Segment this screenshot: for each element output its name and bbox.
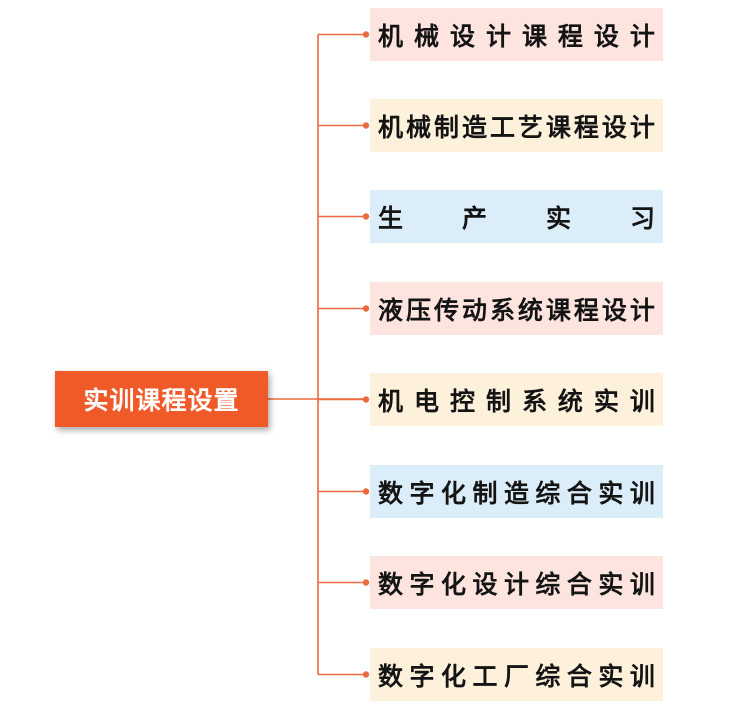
connector-dot [362,488,370,495]
course-item: 机械制造工艺课程设计 [370,99,663,152]
root-node: 实训课程设置 [55,371,268,427]
connector-dot [362,579,370,586]
course-item: 数字化设计综合实训 [370,556,663,609]
course-item: 液压传动系统课程设计 [370,282,663,335]
connector-dot [362,396,370,403]
course-item-label: 数字化设计综合实训 [378,569,655,599]
course-item-label: 生产实习 [378,203,655,233]
course-item-label: 机电控制系统实训 [378,386,655,416]
course-item-label: 液压传动系统课程设计 [378,295,655,325]
connector-dot [362,122,370,129]
connector-dot [362,305,370,312]
connector-dot [362,31,370,38]
root-node-label: 实训课程设置 [83,386,240,415]
connector-dot [362,671,370,678]
course-item: 数字化工厂综合实训 [370,648,663,701]
course-item-label: 机械设计课程设计 [378,21,655,51]
course-item-label: 数字化制造综合实训 [378,478,655,508]
course-item: 生产实习 [370,190,663,243]
course-item: 数字化制造综合实训 [370,465,663,518]
course-item-label: 数字化工厂综合实训 [378,661,655,691]
connector-dot [362,213,370,220]
course-item: 机械设计课程设计 [370,8,663,61]
course-item: 机电控制系统实训 [370,373,663,426]
course-item-label: 机械制造工艺课程设计 [378,112,655,142]
